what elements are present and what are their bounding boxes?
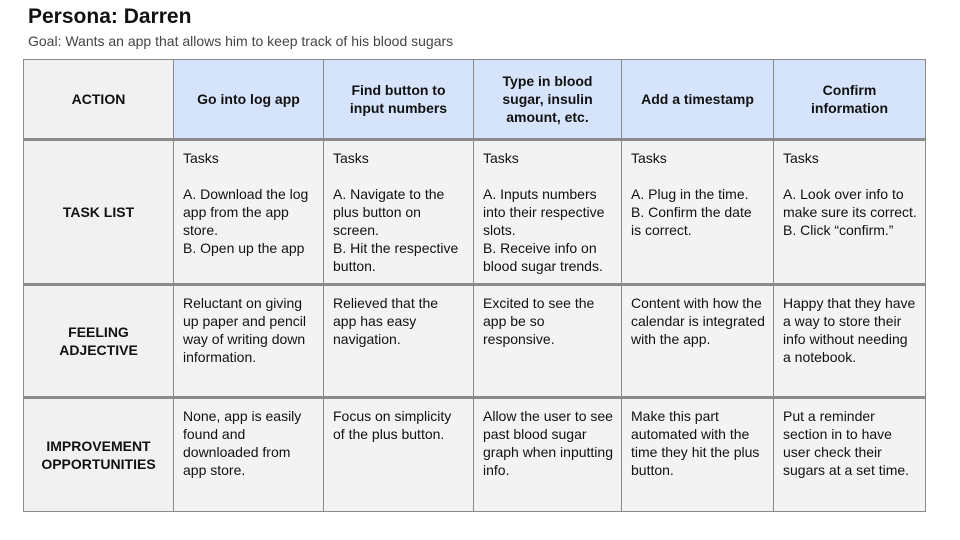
row-label-feeling-adjective: FEELING ADJECTIVE: [23, 284, 174, 399]
feeling-cell: Content with how the calendar is integra…: [621, 284, 774, 399]
cell-heading: Tasks: [631, 150, 667, 166]
user-journey-map: ACTION Go into log app Find button to in…: [23, 59, 926, 512]
cell-heading: Tasks: [183, 150, 219, 166]
stage-header: Add a timestamp: [621, 59, 774, 141]
stage-header: Confirm information: [773, 59, 926, 141]
feeling-cell: Excited to see the app be so responsive.: [473, 284, 622, 399]
improvement-cell: Put a reminder section in to have user c…: [773, 397, 926, 512]
cell-heading: Tasks: [783, 150, 819, 166]
feeling-cell: Relieved that the app has easy navigatio…: [323, 284, 474, 399]
task-cell: Tasks A. Inputs numbers into their respe…: [473, 139, 622, 286]
row-label-task-list: TASK LIST: [23, 139, 174, 286]
improvement-cell: Allow the user to see past blood sugar g…: [473, 397, 622, 512]
task-line: A. Navigate to the plus button on screen…: [333, 186, 445, 238]
persona-goal: Goal: Wants an app that allows him to ke…: [28, 33, 454, 49]
row-label-improvement-opportunities: IMPROVEMENT OPPORTUNITIES: [23, 397, 174, 512]
task-line: B. Hit the respective button.: [333, 240, 459, 274]
feeling-cell: Reluctant on giving up paper and pencil …: [173, 284, 324, 399]
task-line: B. Click “confirm.”: [783, 222, 894, 238]
stage-header: Find button to input numbers: [323, 59, 474, 141]
improvement-cell: None, app is easily found and downloaded…: [173, 397, 324, 512]
header-action: ACTION: [23, 59, 174, 141]
cell-heading: Tasks: [483, 150, 519, 166]
task-line: A. Look over info to make sure its corre…: [783, 186, 917, 220]
task-cell: Tasks A. Navigate to the plus button on …: [323, 139, 474, 286]
stage-header: Go into log app: [173, 59, 324, 141]
task-cell: Tasks A. Look over info to make sure its…: [773, 139, 926, 286]
task-line: A. Download the log app from the app sto…: [183, 186, 309, 238]
cell-heading: Tasks: [333, 150, 369, 166]
task-cell: Tasks A. Download the log app from the a…: [173, 139, 324, 286]
task-cell: Tasks A. Plug in the time. B. Confirm th…: [621, 139, 774, 286]
task-line: B. Confirm the date is correct.: [631, 204, 752, 238]
feeling-cell: Happy that they have a way to store thei…: [773, 284, 926, 399]
task-line: A. Plug in the time.: [631, 186, 749, 202]
improvement-cell: Make this part automated with the time t…: [621, 397, 774, 512]
task-line: A. Inputs numbers into their respective …: [483, 186, 605, 238]
improvement-cell: Focus on simplicity of the plus button.: [323, 397, 474, 512]
task-line: B. Open up the app: [183, 240, 305, 256]
persona-title: Persona: Darren: [28, 5, 192, 28]
stage-header: Type in blood sugar, insulin amount, etc…: [473, 59, 622, 141]
task-line: B. Receive info on blood sugar trends.: [483, 240, 603, 274]
